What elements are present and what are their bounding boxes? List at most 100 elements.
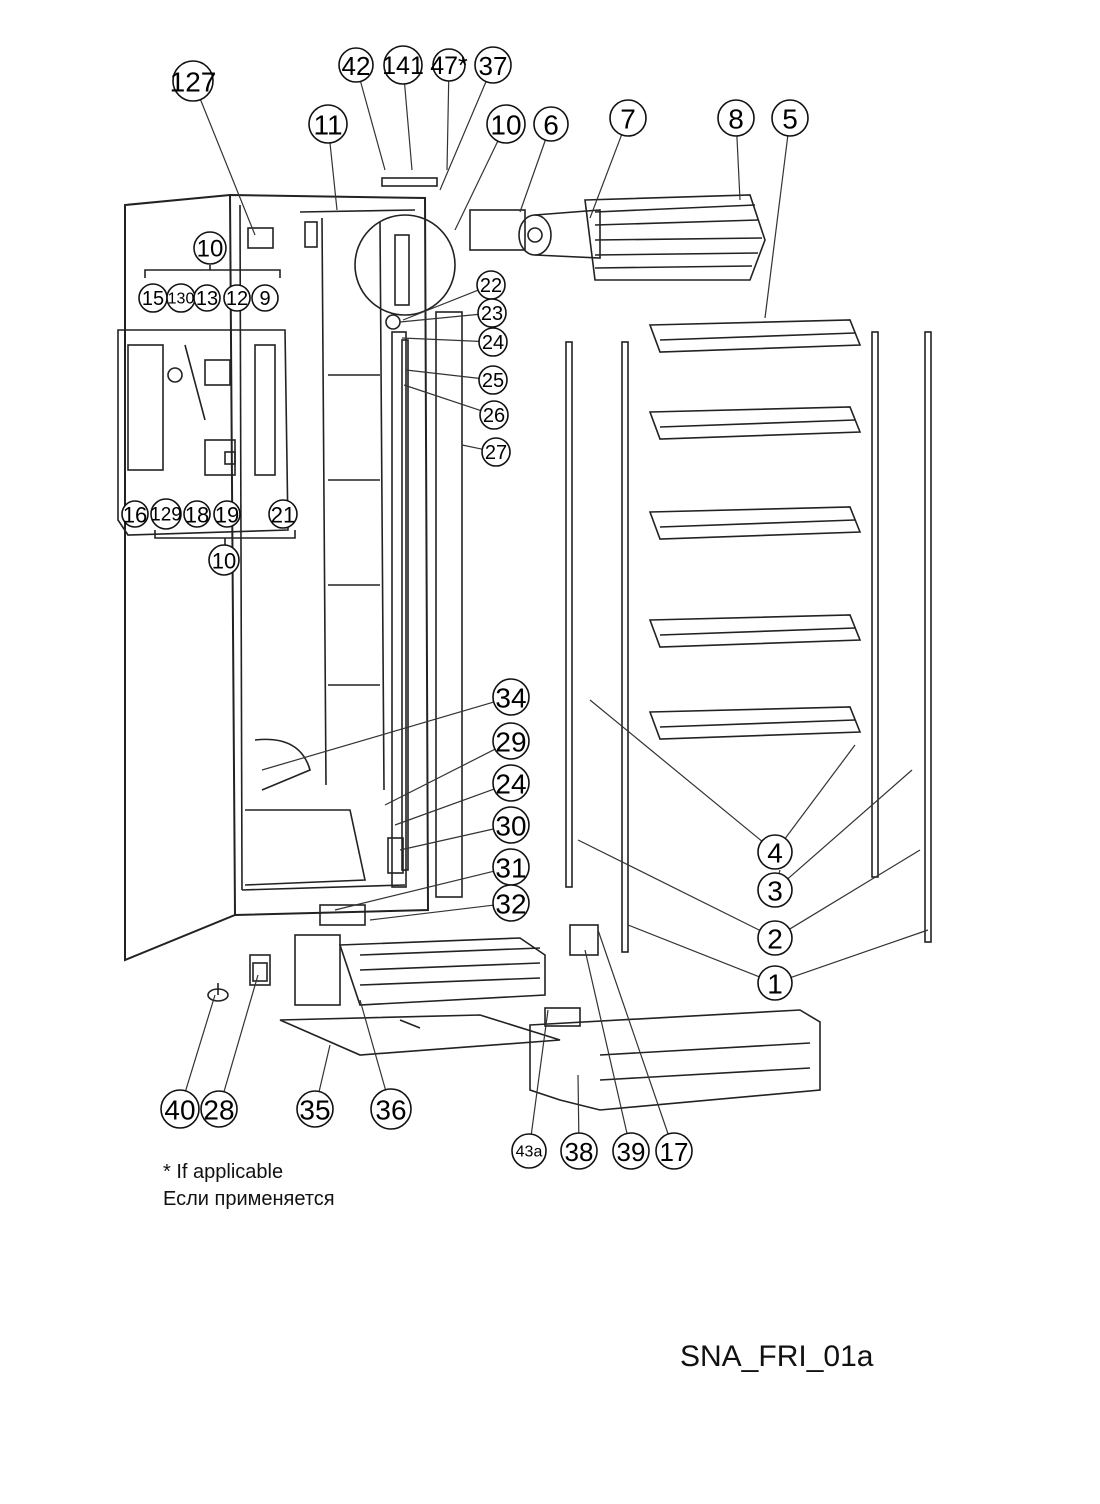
callout-label: 6 [543,110,559,141]
callout-15: 15 [138,283,168,313]
leader-line-24a-13 [401,337,480,342]
leader-line-4-24 [784,744,856,839]
leader-line-2-27 [577,839,761,931]
callout-label: 4 [767,838,783,869]
callout-label: 38 [565,1137,594,1167]
leader-line-31-21 [334,870,494,911]
callout-circle [655,1132,693,1170]
leader-line-25-14 [405,369,480,379]
callout-38: 38 [560,1132,598,1170]
leader-line-43a-35 [530,1009,549,1135]
callout-40: 40 [160,1089,200,1129]
callout-6: 6 [533,106,569,142]
callout-circle [757,872,793,908]
callout-24a: 24 [478,327,508,357]
leader-line-37-4 [439,81,487,191]
leader-line-11-5 [329,142,338,211]
callout-circle [609,99,647,137]
callout-label: 43a [516,1144,543,1161]
callout-circle [771,99,809,137]
callout-label: 25 [482,370,504,392]
leader-line-23-12 [399,313,479,323]
callout-circle [268,499,298,529]
plinth-grille [529,1007,821,1111]
leveling-foot [207,962,268,1002]
callout-label: 36 [375,1095,406,1126]
callout-1: 1 [757,965,793,1001]
callout-31: 31 [492,848,530,886]
callout-37: 37 [474,46,512,84]
callout-5: 5 [771,99,809,137]
wire-shelves [648,319,862,740]
callout-label: 10 [197,236,224,263]
leader-line-29-18 [384,748,496,806]
callout-label: 2 [767,924,783,955]
leader-line-30-20 [399,828,494,851]
callout-29: 29 [492,722,530,760]
callout-10c: 10 [208,544,240,576]
callout-circle [338,47,374,83]
callout-label: 37 [479,51,508,81]
condenser-unit [249,904,599,1006]
shelf-rails [565,331,932,953]
callout-16: 16 [121,500,149,528]
callout-8: 8 [717,99,755,137]
callout-circle [296,1090,334,1128]
applicability-note-ru: Если применяется [163,1188,335,1210]
callout-129: 129 [150,498,182,530]
callout-141: 141 [382,45,424,85]
cabinet-body [124,193,430,962]
callout-circle [492,678,530,716]
callout-circle [223,284,251,312]
callout-circle [121,500,149,528]
callout-label: 22 [480,275,502,297]
leader-line-38-36 [577,1074,580,1134]
callout-label: 130 [168,291,195,308]
callout-label: 7 [620,104,636,135]
callout-label: 24 [482,332,504,354]
callout-label: 127 [170,67,217,98]
callout-10a: 10 [486,104,526,144]
leader-line-36-34 [359,999,387,1090]
callout-9: 9 [251,284,279,312]
callout-4: 4 [757,834,793,870]
callout-circle [533,106,569,142]
callout-label: 5 [782,104,798,135]
callout-circle [492,722,530,760]
leader-line-40-31 [185,994,216,1091]
callout-label: 47* [430,52,468,80]
leader-line-1-30 [790,929,929,978]
callout-label: 39 [617,1137,646,1167]
callout-28: 28 [200,1090,238,1128]
callout-10b: 10 [193,231,227,265]
callout-circle [492,764,530,802]
leader-line-7-8 [589,134,623,219]
callout-label: 42 [342,51,371,81]
callout-36: 36 [370,1088,412,1130]
callout-label: 8 [728,104,744,135]
callout-17: 17 [655,1132,693,1170]
callout-32: 32 [492,884,530,922]
callout-circle [474,46,512,84]
leader-line-35-33 [318,1044,331,1092]
callout-label: 10 [212,549,236,574]
callout-label: 40 [164,1095,195,1126]
callout-47: 47* [430,48,468,82]
callout-circle [492,884,530,922]
callout-circle [717,99,755,137]
callout-circle [511,1133,547,1169]
callout-label: 3 [767,876,783,907]
callout-circle [560,1132,598,1170]
callout-circle [213,500,241,528]
callout-label: 16 [123,503,147,528]
callout-circle [486,104,526,144]
callout-7: 7 [609,99,647,137]
callout-label: 17 [660,1137,689,1167]
callout-26: 26 [479,400,509,430]
line-art [117,177,932,1111]
leader-line-8-9 [736,135,741,201]
applicability-note-en: * If applicable [163,1161,284,1183]
callout-25: 25 [478,365,508,395]
callout-circle [193,231,227,265]
callout-130: 130 [166,283,196,313]
